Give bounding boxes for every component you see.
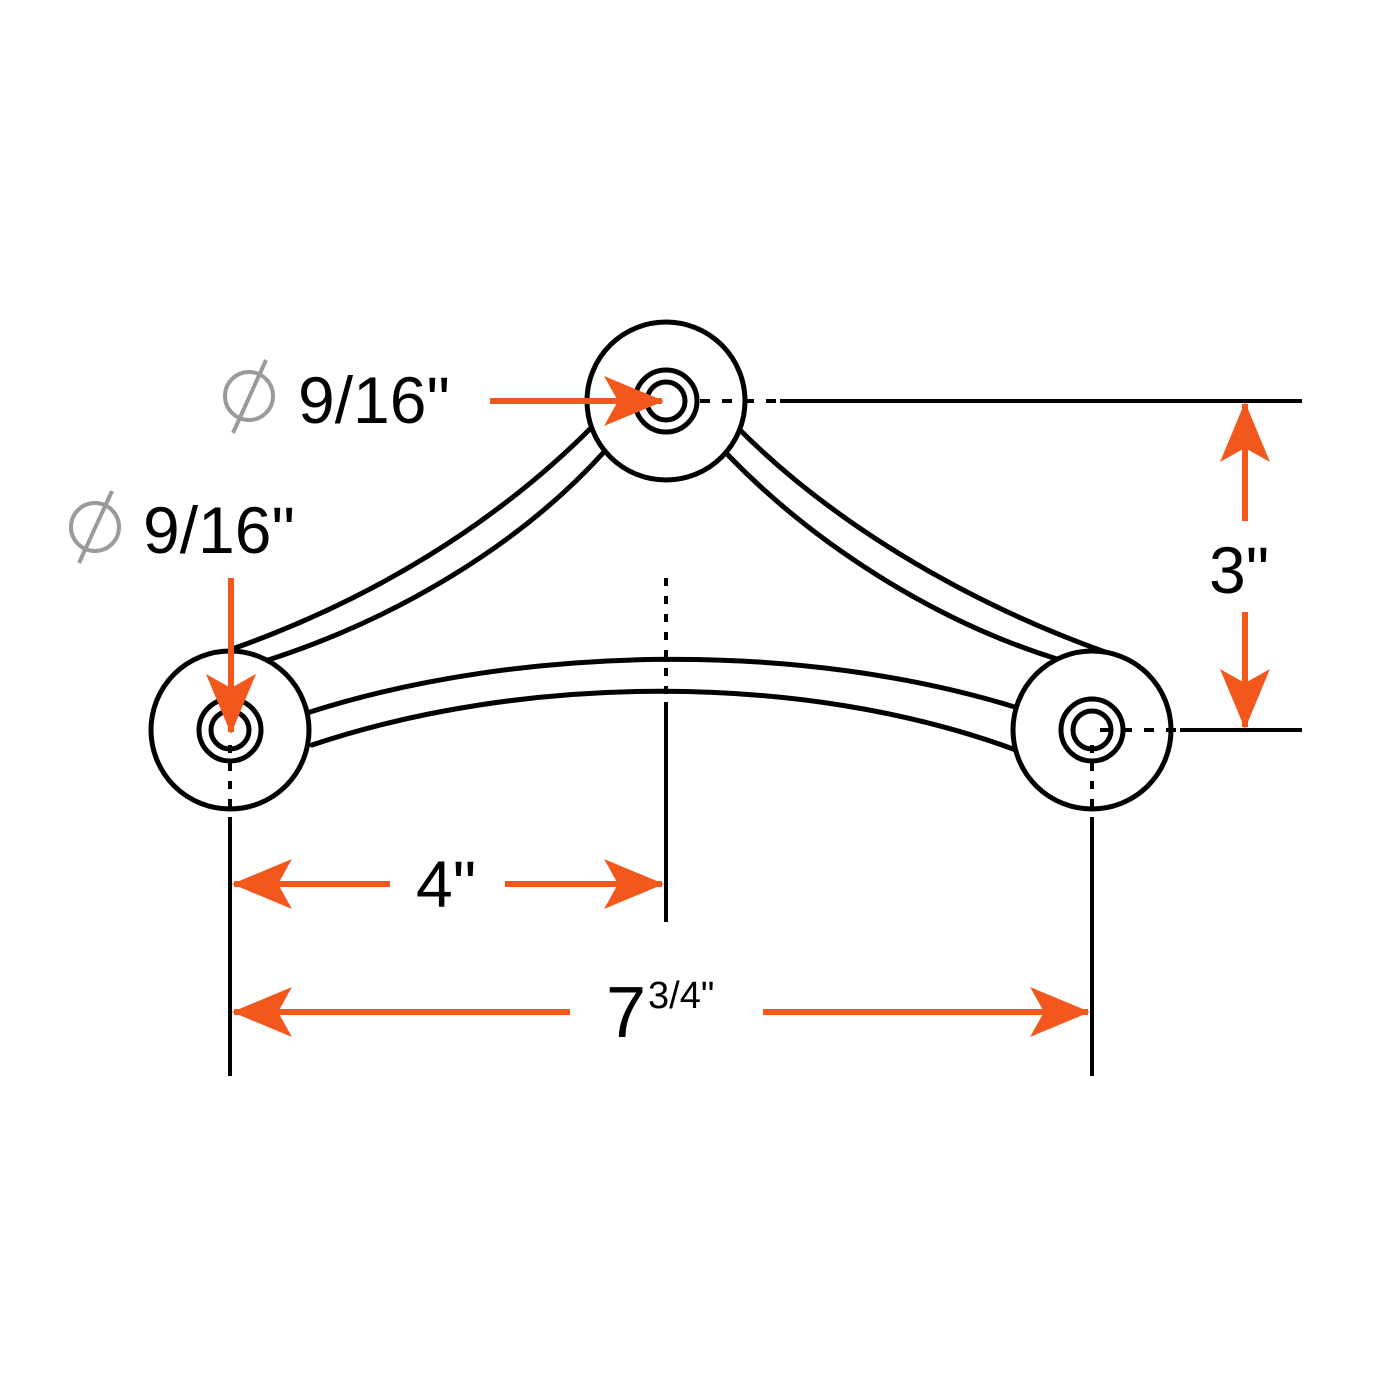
right-arm-outer-edge [737, 427, 1108, 655]
center-lines [228, 399, 1302, 1076]
height-dimension-text: 3" [1209, 533, 1269, 607]
bottom-bar-top-edge [307, 656, 1021, 715]
top-hole-diameter-text: 9/16" [298, 363, 450, 437]
diameter-symbol-top-icon [223, 359, 275, 434]
diameter-symbol-left-icon [69, 490, 121, 564]
left-hole-label: 9/16" [69, 490, 295, 567]
overall-width-label: 7 3/4" [606, 973, 714, 1053]
left-arm-outer-edge [232, 422, 597, 651]
right-arm-inner-edge [725, 452, 1063, 663]
center-offset-dimension-text: 4" [416, 847, 476, 921]
handle-outline [232, 422, 1108, 753]
top-hole-label: 9/16" [223, 359, 450, 437]
left-hole-diameter-text: 9/16" [143, 493, 295, 567]
bottom-bar-bottom-edge [309, 688, 1019, 753]
dimension-arrows [206, 376, 1270, 1037]
left-arm-inner-edge [259, 449, 607, 665]
overall-width-fraction-text: 3/4" [648, 975, 714, 1017]
overall-width-whole-text: 7 [606, 973, 646, 1053]
